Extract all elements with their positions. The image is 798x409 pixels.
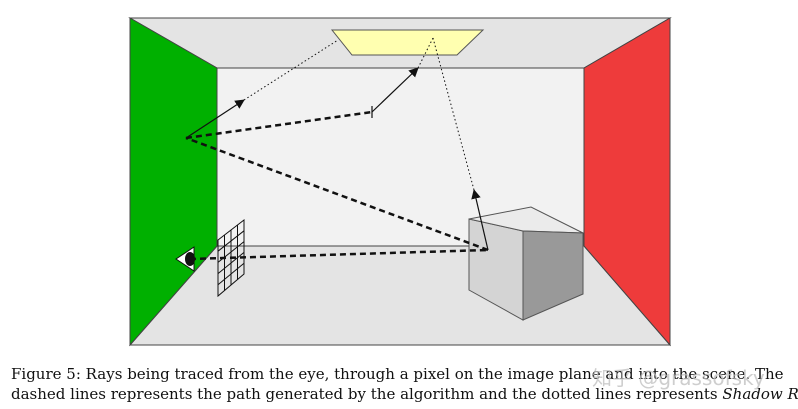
caption-shadow-rays: Shadow Rays	[722, 385, 798, 403]
caption-prefix: Figure 5:	[11, 365, 81, 383]
figure-illustration	[128, 17, 672, 347]
right-wall	[583, 17, 671, 347]
eye-icon	[175, 246, 195, 272]
ray-tracing-diagram	[128, 17, 672, 347]
floor	[128, 245, 672, 346]
normal-arrows	[185, 67, 489, 251]
watermark: 知乎 @grassofsky	[592, 366, 765, 390]
path-rays	[185, 110, 489, 261]
shadow-rays	[243, 37, 475, 191]
caption-line-1: Figure 5: Rays being traced from the eye…	[11, 364, 791, 384]
figure-caption: Figure 5: Rays being traced from the eye…	[11, 364, 798, 404]
caption-line-2: dashed lines represents the path generat…	[11, 384, 798, 404]
cube-side	[522, 230, 584, 321]
caption-text-1: Rays being traced from the eye, through …	[85, 365, 784, 383]
ceiling-light	[330, 29, 485, 56]
left-wall	[129, 17, 218, 347]
caption-text-2: dashed lines represents the path generat…	[11, 385, 723, 403]
